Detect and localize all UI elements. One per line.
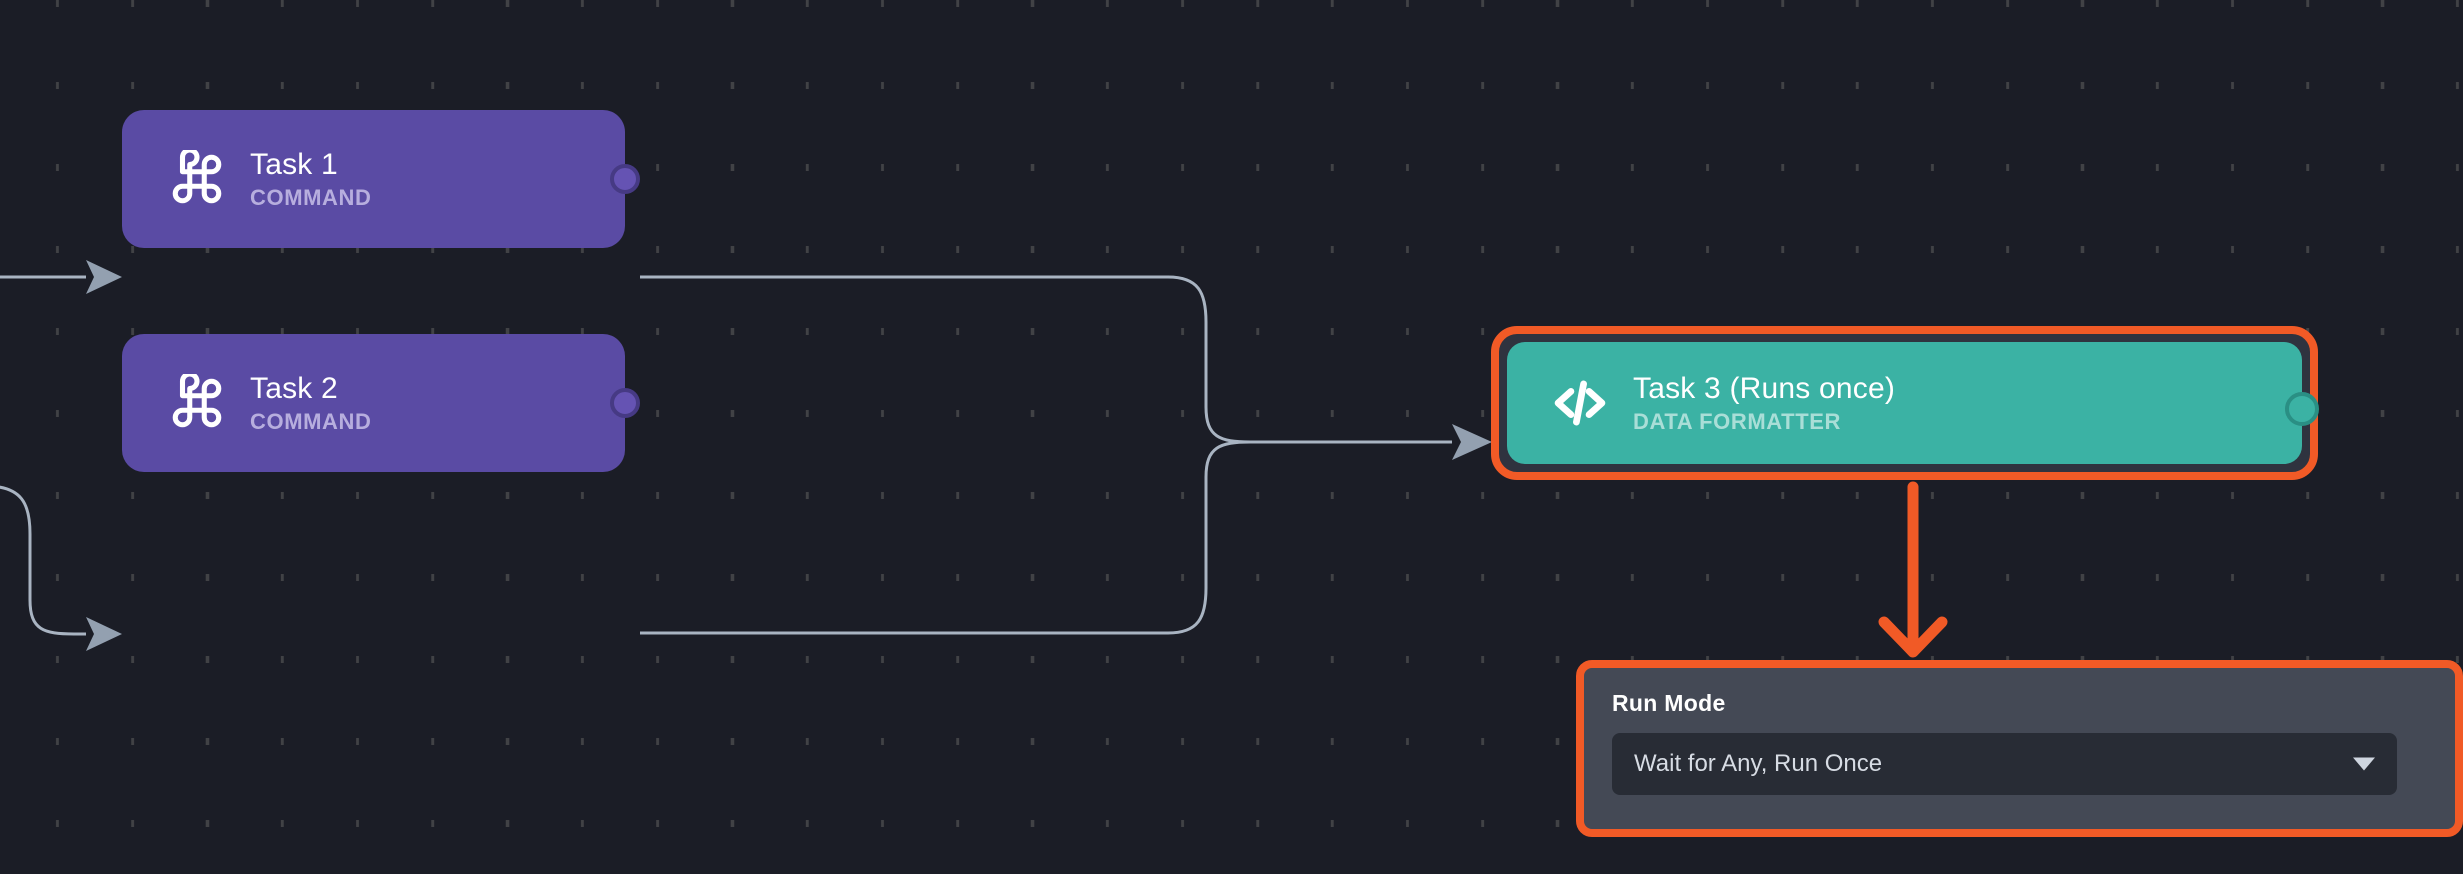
node-text-block: Task 2 COMMAND [250, 372, 372, 434]
workflow-node-task3-selection-frame[interactable]: Task 3 (Runs once) DATA FORMATTER [1491, 326, 2319, 480]
command-icon [158, 150, 236, 208]
code-icon [1541, 372, 1619, 434]
run-mode-label: Run Mode [1612, 690, 1726, 716]
node-output-port[interactable] [610, 164, 640, 194]
node-subtitle: COMMAND [250, 408, 372, 434]
hint-arrow-to-run-mode [1878, 481, 1948, 658]
node-title: Task 1 [250, 148, 338, 182]
edge-merged-into-task3 [1262, 424, 1492, 460]
command-icon [158, 374, 236, 432]
edge-task1-to-task3 [640, 275, 1262, 444]
node-output-port[interactable] [610, 388, 640, 418]
edge-incoming-task2 [0, 485, 122, 651]
node-text-block: Task 1 COMMAND [250, 148, 372, 210]
node-title: Task 3 (Runs once) [1633, 372, 1896, 406]
node-text-block: Task 3 (Runs once) DATA FORMATTER [1633, 372, 1895, 434]
workflow-node-task3[interactable]: Task 3 (Runs once) DATA FORMATTER [1507, 342, 2319, 464]
edge-task2-to-task3 [640, 440, 1262, 635]
node-subtitle: COMMAND [250, 184, 372, 210]
workflow-node-task1[interactable]: Task 1 COMMAND [122, 110, 640, 248]
node-title: Task 2 [250, 372, 338, 406]
chevron-down-icon[interactable] [2353, 757, 2375, 771]
run-mode-selected-value: Wait for Any, Run Once [1634, 750, 1883, 777]
run-mode-select[interactable]: Wait for Any, Run Once [1612, 733, 2397, 795]
run-mode-panel[interactable]: Run Mode Wait for Any, Run Once [1576, 660, 2463, 837]
workflow-node-task2[interactable]: Task 2 COMMAND [122, 334, 640, 472]
node-subtitle: DATA FORMATTER [1633, 408, 1841, 434]
edge-incoming-task1 [0, 260, 122, 294]
node-output-port[interactable] [2285, 392, 2319, 426]
